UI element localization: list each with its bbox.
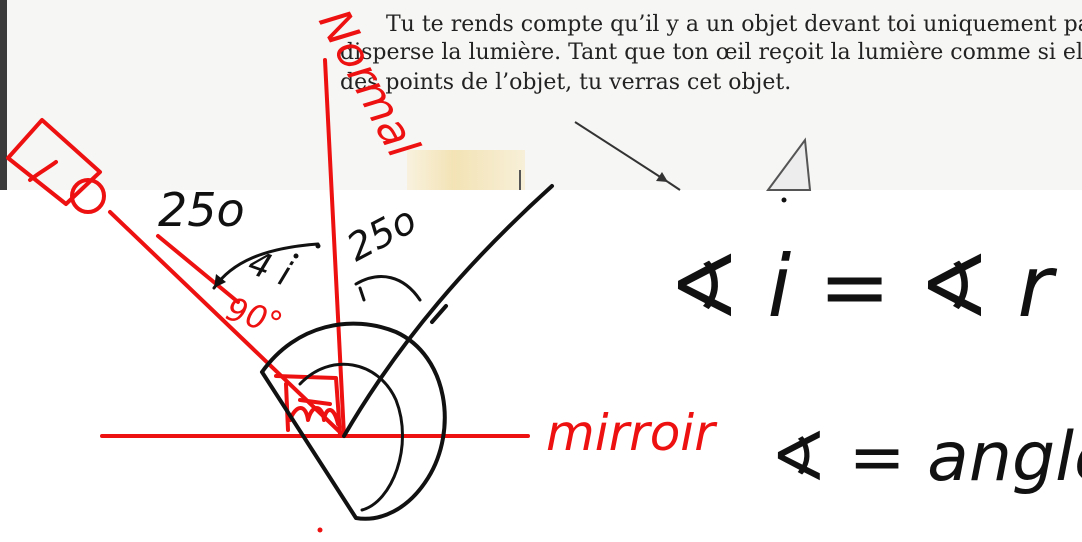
dot-mark (317, 527, 323, 533)
dot-mark (781, 197, 787, 203)
reflected-ray-tick (430, 304, 448, 324)
normal-line (323, 58, 346, 438)
right-angle-label: 90° (222, 289, 288, 343)
book-illustration-fragment (407, 150, 525, 190)
angle-label-left: 25o (158, 183, 245, 237)
protractor-outline (260, 321, 447, 521)
equation-label: ∢ i = ∢ r (668, 237, 1057, 337)
incident-ray-marker (156, 234, 240, 304)
protractor-inner-arc (298, 362, 404, 512)
dot-mark (293, 253, 299, 259)
angle-label-right: 25o (340, 197, 424, 269)
definition-label: ∢ = angle (770, 418, 1082, 497)
book-arrow (574, 121, 681, 191)
printed-text-line-2: disperse la lumière. Tant que ton œil re… (340, 40, 1082, 65)
reflection-angle-arc (354, 275, 422, 302)
right-angle-box (274, 374, 342, 436)
vertex-scribble (288, 406, 340, 426)
flashlight-drawing (6, 118, 102, 206)
page-edge (0, 0, 7, 190)
flashlight-lens (70, 178, 106, 214)
book-page-photo (0, 0, 1082, 190)
incidence-arc-arrow (214, 274, 226, 288)
incidence-label: 4 i (243, 243, 297, 295)
dot-mark (315, 243, 321, 249)
book-prism (766, 137, 812, 191)
reflected-ray (342, 184, 554, 438)
book-illustration-edge (519, 170, 521, 190)
printed-text-line-3: des points de l’objet, tu verras cet obj… (340, 70, 792, 95)
mirror-label: mirroir (546, 404, 718, 462)
printed-text-line-1: Tu te rends compte qu’il y a un objet de… (386, 12, 1082, 37)
